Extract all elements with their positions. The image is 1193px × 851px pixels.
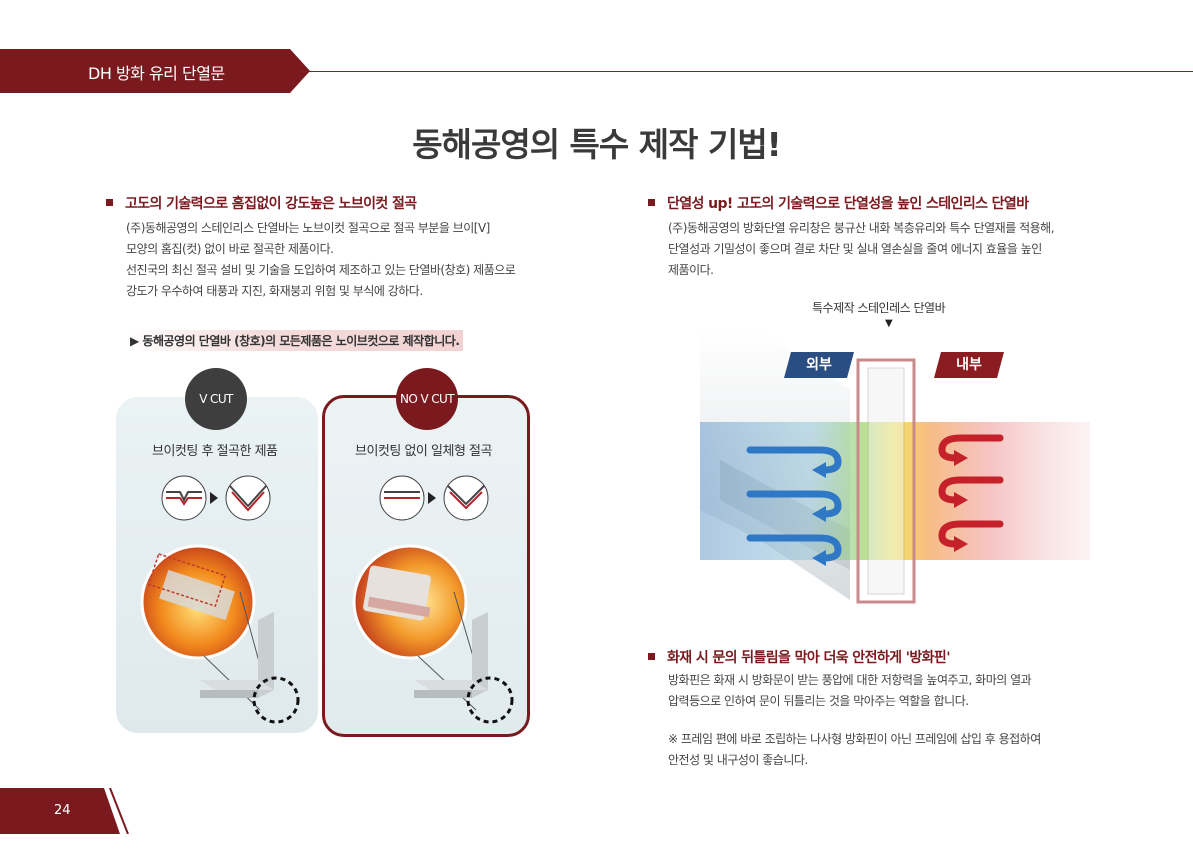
body-line: 압력등으로 인하여 문이 뒤틀리는 것을 막아주는 역할을 합니다. bbox=[668, 694, 969, 708]
no-v-cut-badge: NO V CUT bbox=[396, 368, 458, 430]
page-title: 동해공영의 특수 제작 기법! bbox=[412, 125, 781, 164]
header-tab bbox=[0, 49, 310, 93]
bullet-icon bbox=[106, 198, 113, 206]
right-section-heading: 단열성 up! 고도의 기술력으로 단열성을 높인 스테인리스 단열바 bbox=[648, 193, 1029, 213]
page-number: 24 bbox=[54, 803, 71, 818]
fire-pin-body: 방화핀은 화재 시 방화문이 받는 풍압에 대한 저항력을 높여주고, 화마의 … bbox=[668, 670, 1032, 712]
body-line: 선진국의 최신 절곡 설비 및 기술을 도입하여 제조하고 있는 단열바(창호)… bbox=[126, 263, 516, 277]
no-v-cut-label: 브이컷팅 없이 일체형 절곡 bbox=[355, 444, 492, 459]
fire-pin-heading-text: 화재 시 문의 뒤틀림을 막아 더욱 안전하게 '방화핀' bbox=[667, 650, 950, 666]
header-rule bbox=[300, 71, 1193, 72]
no-v-cut-product-illustration bbox=[352, 544, 514, 724]
body-line: 모양의 홈집(컷) 없이 바로 절곡한 제품이다. bbox=[126, 242, 334, 256]
body-line: (주)동해공영의 방화단열 유리창은 붕규산 내화 복층유리와 특수 단열재를 … bbox=[668, 221, 1055, 235]
body-line: 안전성 및 내구성이 좋습니다. bbox=[668, 753, 808, 767]
v-cut-badge: V CUT bbox=[185, 368, 247, 430]
fire-pin-heading: 화재 시 문의 뒤틀림을 막아 더욱 안전하게 '방화핀' bbox=[648, 647, 950, 667]
body-line: 방화핀은 화재 시 방화문이 받는 풍압에 대한 저항력을 높여주고, 화마의 … bbox=[668, 673, 1032, 687]
bullet-icon bbox=[648, 652, 655, 660]
right-section-body: (주)동해공영의 방화단열 유리창은 붕규산 내화 복층유리와 특수 단열재를 … bbox=[668, 218, 1055, 281]
v-cut-label: 브이컷팅 후 절곡한 제품 bbox=[152, 444, 278, 459]
header-title: DH 방화 유리 단열문 bbox=[88, 64, 225, 83]
v-cut-bend-diagram bbox=[161, 475, 271, 521]
footer-tab bbox=[0, 788, 129, 834]
left-section-body: (주)동해공영의 스테인리스 단열바는 노브이컷 절곡으로 절곡 부분을 브이[… bbox=[126, 218, 516, 302]
production-note: ▶ 동해공영의 단열바 (창호)의 모든제품은 노이브컷으로 제작합니다. bbox=[126, 330, 464, 351]
body-line: (주)동해공영의 스테인리스 단열바는 노브이컷 절곡으로 절곡 부분을 브이[… bbox=[126, 221, 490, 235]
body-line: 단열성과 기밀성이 좋으며 결로 차단 및 실내 열손실을 줄여 에너지 효율을… bbox=[668, 242, 1042, 256]
outside-tag: 외부 bbox=[784, 352, 854, 378]
caption-down-arrow-icon: ▼ bbox=[885, 318, 893, 329]
right-heading-text: 단열성 up! 고도의 기술력으로 단열성을 높인 스테인리스 단열바 bbox=[667, 196, 1029, 212]
thermal-break-diagram bbox=[700, 330, 1090, 620]
body-line: 강도가 우수하여 태풍과 지진, 화재붕괴 위험 및 부식에 강하다. bbox=[126, 284, 423, 298]
inside-tag: 내부 bbox=[934, 352, 1004, 378]
body-line: ※ 프레임 편에 바로 조립하는 나사형 방화핀이 아닌 프레임에 삽입 후 용… bbox=[668, 732, 1041, 746]
bullet-icon bbox=[648, 198, 655, 206]
fire-pin-remark: ※ 프레임 편에 바로 조립하는 나사형 방화핀이 아닌 프레임에 삽입 후 용… bbox=[668, 729, 1041, 771]
body-line: 제품이다. bbox=[668, 263, 714, 277]
no-v-cut-bend-diagram bbox=[379, 475, 489, 521]
diagram-caption: 특수제작 스테인레스 단열바 bbox=[812, 301, 946, 315]
v-cut-product-illustration bbox=[140, 544, 300, 724]
left-heading-text: 고도의 기술력으로 홈집없이 강도높은 노브이컷 절곡 bbox=[125, 196, 417, 212]
left-section-heading: 고도의 기술력으로 홈집없이 강도높은 노브이컷 절곡 bbox=[106, 193, 417, 213]
